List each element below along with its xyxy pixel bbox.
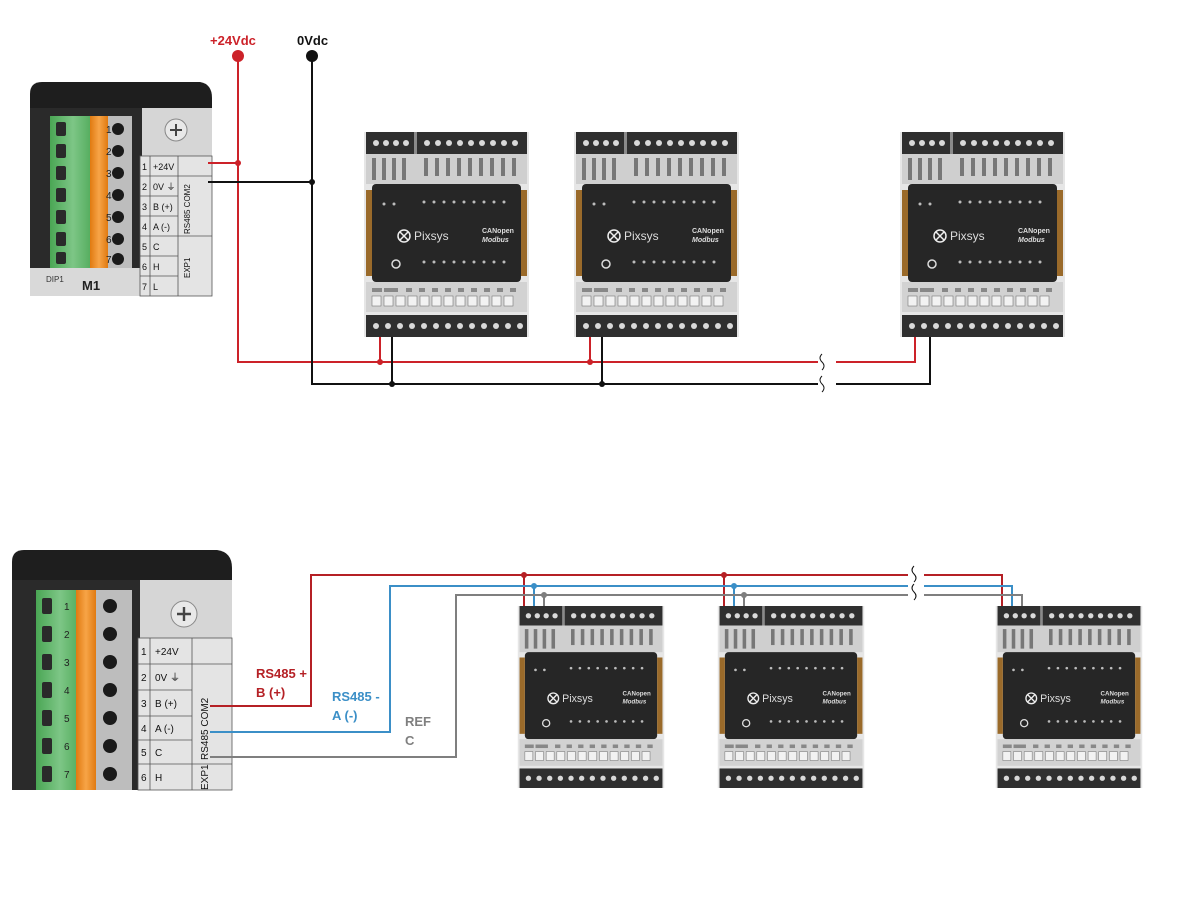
table-row-num: 3 (141, 699, 147, 710)
table-row-name: H (153, 262, 160, 272)
table-row-name: 0V ⏚ (153, 182, 176, 192)
exp-port-label: EXP1 (200, 764, 211, 790)
pin-number: 1 (64, 602, 70, 613)
table-row-name: L (153, 282, 158, 292)
expansion-module (995, 605, 1143, 789)
master-terminal-panel: 1 2 3 4 5 6 7 1 +24V (12, 550, 233, 791)
table-row-num: 5 (141, 748, 147, 759)
table-row-name: H (155, 773, 162, 784)
table-row-num: 4 (142, 222, 147, 232)
exp-port-label: EXP1 (183, 257, 192, 278)
ref-label: REF (405, 714, 431, 729)
ref-sublabel: C (405, 733, 415, 748)
table-row-name: C (155, 748, 162, 759)
rs485-b-wire (210, 574, 1003, 707)
wire-break-symbol (819, 353, 825, 393)
table-row-num: 6 (142, 262, 147, 272)
pin-number: 1 (106, 125, 112, 136)
table-row-num: 1 (141, 647, 147, 658)
table-row-num: 6 (141, 773, 147, 784)
expansion-module (717, 605, 865, 789)
rs485-a-label: RS485 - (332, 689, 380, 704)
pin-number: 4 (64, 686, 70, 697)
com-port-label: RS485 COM2 (183, 184, 192, 234)
pin-number: 6 (106, 235, 112, 246)
supply-negative-label: 0Vdc (297, 33, 328, 48)
table-row-num: 2 (142, 182, 147, 192)
pin-number: 4 (106, 191, 112, 202)
dip-label: DIP1 (46, 275, 64, 284)
rs485-diagram: 1 2 3 4 5 6 7 1 +24V (12, 550, 1143, 791)
table-row-name: A (-) (155, 724, 174, 735)
table-row-name: C (153, 242, 160, 252)
wire-break-symbol (911, 565, 917, 601)
table-row-num: 5 (142, 242, 147, 252)
pin-number: 7 (64, 770, 70, 781)
terminal-table (139, 155, 213, 297)
rs485-b-sublabel: B (+) (256, 685, 285, 700)
pin-number: 7 (106, 255, 112, 266)
table-row-num: 7 (142, 282, 147, 292)
master-terminal-panel: 1 2 3 4 5 6 7 DIP1 M1 (30, 82, 213, 297)
table-row-name: B (+) (155, 699, 177, 710)
negative-wire (208, 56, 931, 385)
pin-number: 6 (64, 742, 70, 753)
expansion-module (573, 131, 740, 338)
pin-number: 5 (64, 714, 70, 725)
expansion-module (517, 605, 665, 789)
positive-wire (208, 56, 916, 363)
rs485-b-label: RS485 + (256, 666, 307, 681)
expansion-module (363, 131, 530, 338)
pin-number: 3 (64, 658, 70, 669)
pin-number: 2 (64, 630, 70, 641)
pin-number: 2 (106, 147, 112, 158)
table-row-name: A (-) (153, 222, 170, 232)
table-row-name: +24V (153, 162, 174, 172)
table-row-name: 0V ⏚ (155, 672, 180, 684)
power-diagram: 1 2 3 4 5 6 7 DIP1 M1 (30, 33, 1066, 393)
table-row-num: 1 (142, 162, 147, 172)
table-row-name: +24V (155, 647, 179, 658)
table-row-num: 3 (142, 202, 147, 212)
rs485-a-sublabel: A (-) (332, 708, 358, 723)
terminal-table (137, 637, 233, 791)
table-row-num: 4 (141, 724, 147, 735)
pin-number: 5 (106, 213, 112, 224)
com-port-label: RS485 COM2 (200, 697, 211, 760)
pin-number: 3 (106, 169, 112, 180)
table-row-num: 2 (141, 673, 147, 684)
supply-positive-label: +24Vdc (210, 33, 256, 48)
expansion-module (899, 131, 1066, 338)
module-label: M1 (82, 278, 100, 293)
table-row-name: B (+) (153, 202, 173, 212)
